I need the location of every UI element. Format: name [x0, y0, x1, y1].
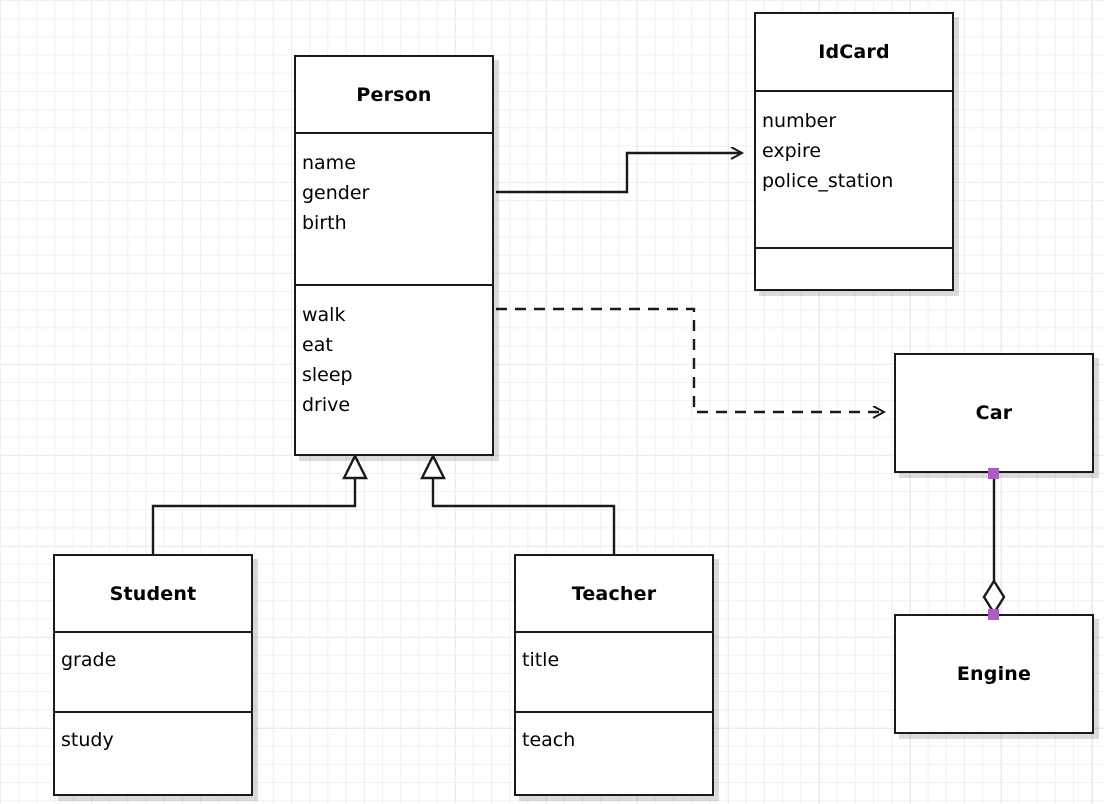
attribute-compartment-student: grade	[55, 631, 251, 711]
operation-item: walk	[302, 304, 346, 326]
class-name-engine: Engine	[956, 663, 1032, 685]
edge-car-engine[interactable]	[982, 476, 1006, 616]
operation-item: sleep	[302, 364, 353, 386]
operation-item: eat	[302, 334, 333, 356]
edge-teacher-person[interactable]	[420, 453, 616, 556]
attribute-item: grade	[61, 649, 117, 671]
attribute-compartment-idcard: number expire police_station	[756, 90, 952, 247]
operation-compartment-student: study	[55, 711, 251, 794]
class-box-idcard[interactable]: IdCard number expire police_station	[754, 12, 954, 291]
attribute-item: number	[762, 110, 837, 132]
attribute-compartment-teacher: title	[516, 631, 712, 711]
edge-person-idcard[interactable]	[496, 153, 742, 194]
attribute-item: birth	[302, 212, 347, 234]
class-name-person: Person	[356, 83, 432, 106]
generalization-triangle-student	[342, 453, 368, 480]
attribute-item: expire	[762, 140, 822, 162]
attribute-compartment-person: name gender birth	[296, 132, 492, 284]
operation-compartment-teacher: teach	[516, 711, 712, 794]
edge-person-car[interactable]	[496, 307, 884, 412]
operation-compartment-person: walk eat sleep drive	[296, 284, 492, 454]
attribute-item: police_station	[762, 170, 894, 192]
class-name-car: Car	[975, 402, 1013, 424]
operation-compartment-idcard	[756, 247, 952, 289]
operation-item: teach	[522, 729, 576, 751]
class-name-student: Student	[109, 582, 197, 605]
attribute-item: gender	[302, 182, 370, 204]
operation-item: drive	[302, 394, 351, 416]
class-box-engine[interactable]: Engine	[894, 614, 1094, 734]
generalization-triangle-teacher	[420, 453, 446, 480]
class-box-car[interactable]: Car	[894, 353, 1094, 473]
attribute-item: title	[522, 649, 560, 671]
class-name-teacher: Teacher	[571, 582, 657, 605]
class-box-person[interactable]: Person name gender birth walk eat sleep …	[294, 55, 494, 456]
class-box-teacher[interactable]: Teacher title teach	[514, 554, 714, 796]
class-name-idcard: IdCard	[818, 41, 890, 63]
edge-handle-car-end[interactable]	[988, 468, 999, 479]
class-box-student[interactable]: Student grade study	[53, 554, 253, 796]
operation-item: study	[61, 729, 114, 751]
edge-student-person[interactable]	[151, 453, 368, 556]
edge-handle-engine-end[interactable]	[988, 609, 999, 620]
attribute-item: name	[302, 152, 356, 174]
